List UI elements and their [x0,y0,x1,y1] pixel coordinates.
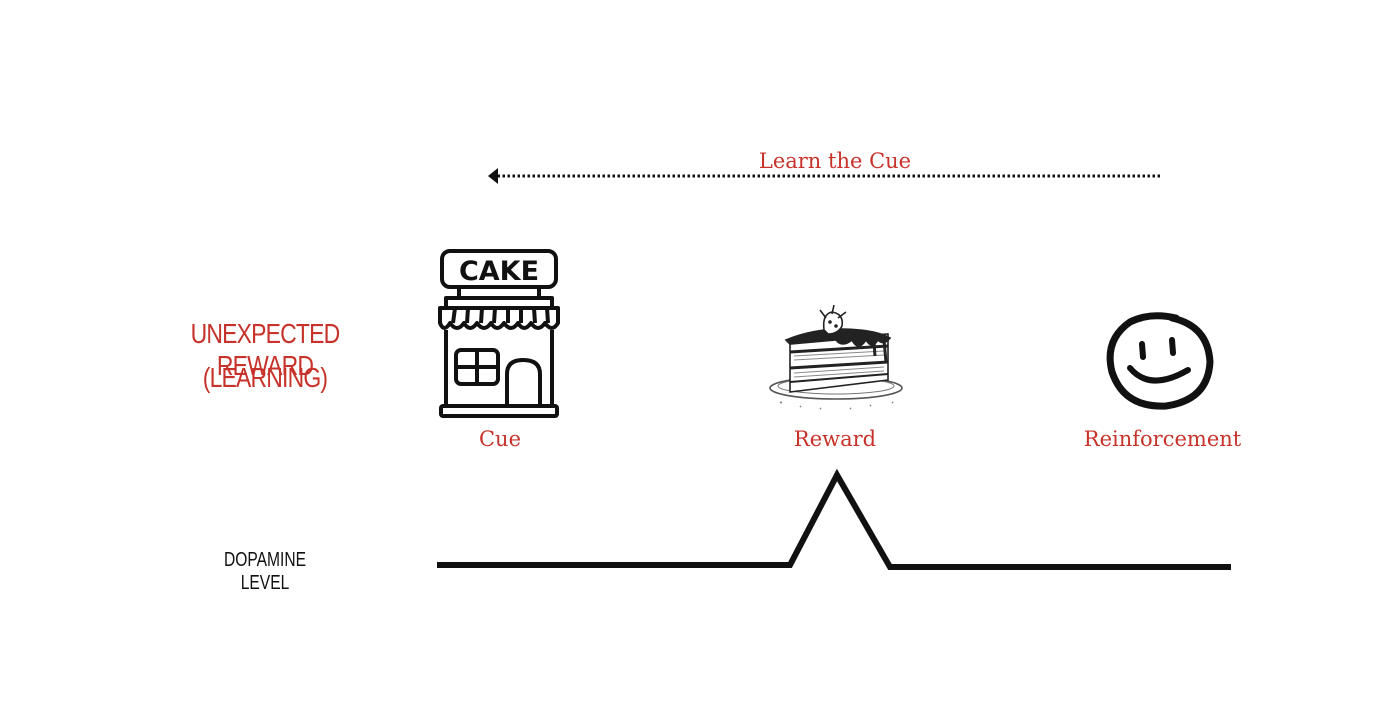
stage-label-reinforcement: Reinforcement [1083,427,1242,451]
learn-cue-arrow [488,168,1160,184]
diagram-title-line1: UNEXPECTED REWARD [190,318,341,381]
shop-sign-text: CAKE [459,256,539,287]
smiley-face-icon [1106,312,1214,410]
dopamine-signal-line [437,468,1231,570]
cake-slice-icon [769,304,903,410]
dopamine-level-label: DOPAMINE LEVEL [223,549,307,594]
arrow-label: Learn the Cue [758,149,912,173]
diagram-title-line2: (LEARNING) [202,362,328,393]
stage-label-reward: Reward [793,427,877,451]
stage-label-cue: Cue [478,427,522,451]
cake-shop-icon: CAKE [438,249,560,418]
